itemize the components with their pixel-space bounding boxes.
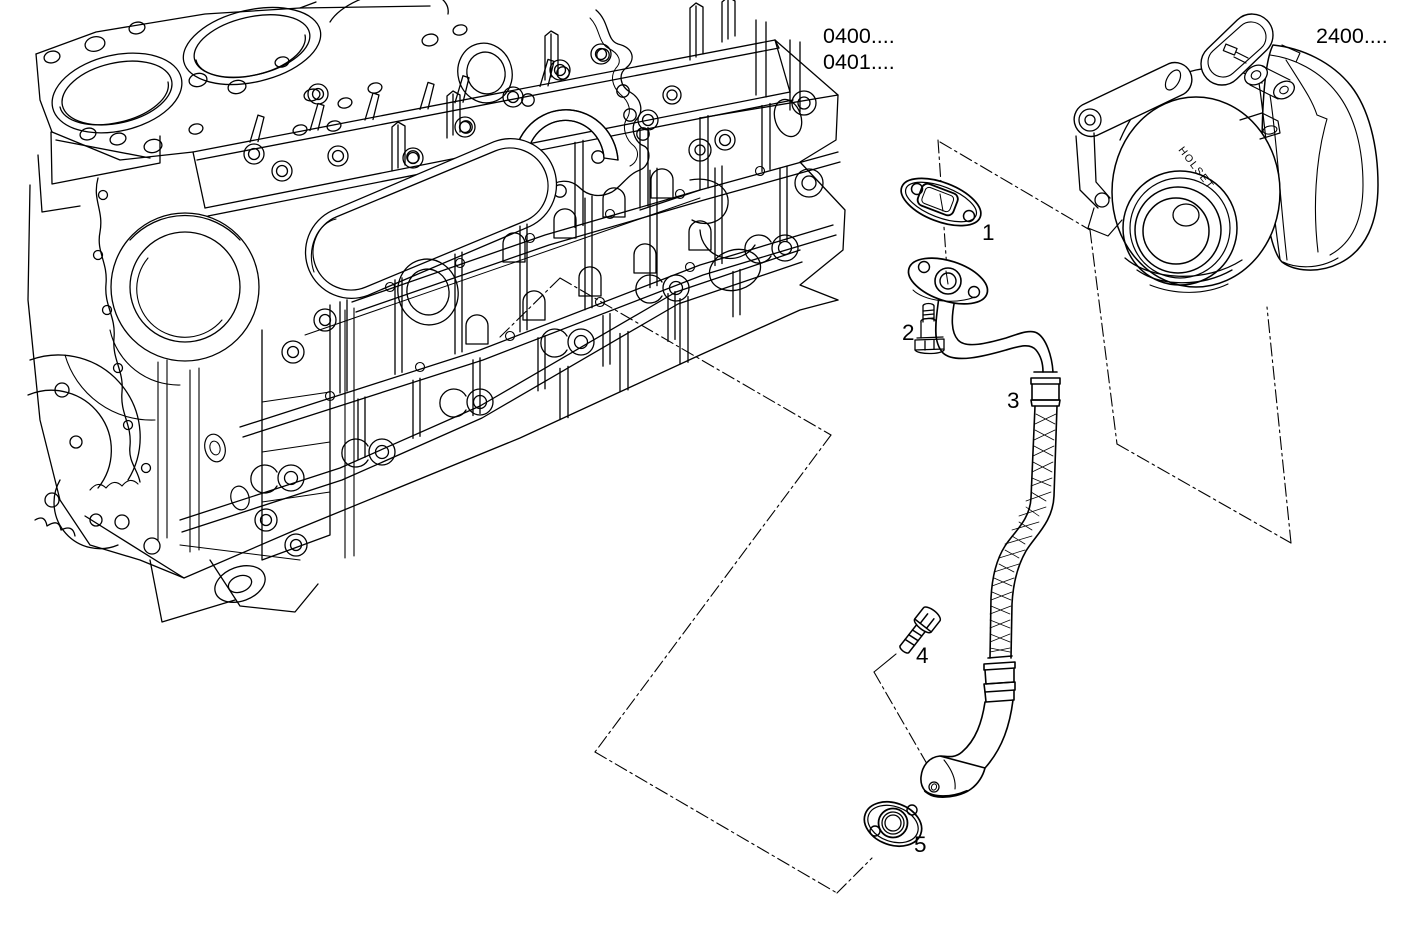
svg-text:5: 5	[914, 832, 927, 857]
svg-text:0400....: 0400....	[823, 24, 895, 48]
svg-text:3: 3	[1007, 388, 1020, 413]
svg-text:2: 2	[902, 320, 915, 345]
svg-text:0401....: 0401....	[823, 50, 895, 74]
svg-text:4: 4	[916, 643, 929, 668]
svg-text:2400....: 2400....	[1316, 24, 1388, 48]
svg-text:1: 1	[982, 220, 995, 245]
